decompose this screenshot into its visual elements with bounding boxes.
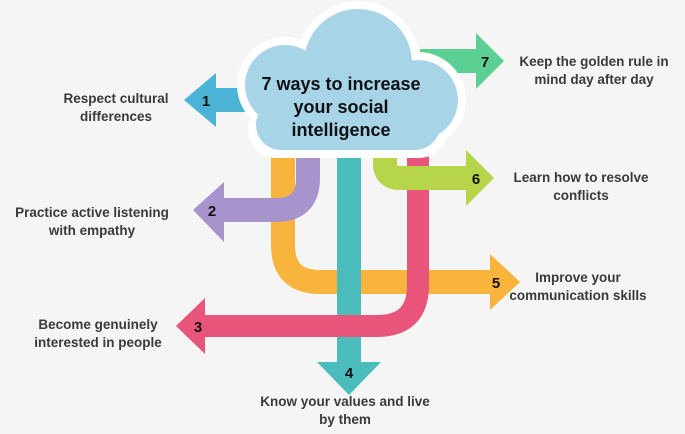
arrow-5-head — [490, 254, 520, 310]
item-3-label-line-2: interested in people — [34, 335, 162, 350]
item-6-label-line-2: conflicts — [553, 188, 609, 203]
step-number-3: 3 — [194, 319, 202, 336]
item-7-label-line-2: mind day after day — [534, 72, 654, 87]
item-1-label-line-1: Respect cultural — [63, 91, 168, 106]
item-6-label-line-1: Learn how to resolve — [513, 170, 649, 185]
item-3-label-line-1: Become genuinely — [38, 317, 158, 332]
arrow-5-path — [271, 150, 490, 294]
item-2-label-line-1: Practice active listening — [15, 205, 169, 220]
arrow-6-head — [466, 150, 494, 206]
diagram-title-line-2: your social — [293, 97, 388, 117]
arrow-2-head — [193, 182, 224, 242]
step-number-7: 7 — [481, 54, 489, 71]
item-7-label-line-1: Keep the golden rule in — [519, 54, 668, 69]
arrow-3-path — [200, 150, 429, 337]
arrow-1-head — [184, 73, 216, 127]
item-5-label-line-1: Improve your — [535, 270, 621, 285]
cloud-shape — [237, 1, 466, 158]
diagram-title-line-3: intelligence — [291, 120, 390, 140]
arrow-4-head — [317, 362, 381, 395]
arrow-6-path — [373, 150, 468, 190]
item-4-label-line-1: Know your values and live — [260, 394, 430, 409]
item-5-label-line-2: communication skills — [509, 288, 646, 303]
diagram-title-line-1: 7 ways to increase — [261, 74, 420, 94]
step-number-1: 1 — [202, 93, 210, 110]
arrow-7-head — [476, 33, 504, 89]
step-number-2: 2 — [208, 203, 216, 220]
step-number-6: 6 — [472, 171, 480, 188]
arrow-2-path — [222, 150, 320, 222]
step-number-5: 5 — [492, 275, 500, 292]
step-number-4: 4 — [345, 365, 354, 382]
item-4-label-line-2: by them — [319, 412, 371, 427]
arrow-3-head — [176, 298, 205, 354]
item-2-label-line-2: with empathy — [48, 223, 136, 238]
item-1-label-line-2: differences — [80, 109, 152, 124]
